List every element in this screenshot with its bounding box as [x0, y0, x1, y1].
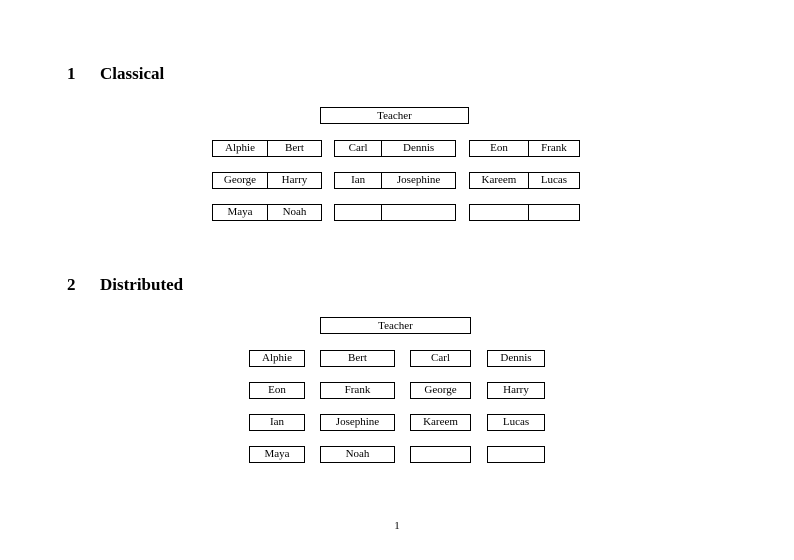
seat-cell: Josephine: [381, 173, 455, 188]
seat-cell: Eon: [249, 382, 305, 399]
seat-row: [334, 204, 456, 221]
seat-row: Kareem Lucas: [469, 172, 580, 189]
seat-cell-empty: [527, 205, 579, 220]
seat-cell-empty: [335, 205, 381, 220]
seat-cell: Dennis: [381, 141, 455, 156]
seat-row: Ian Josephine: [334, 172, 456, 189]
section-number: 1: [67, 64, 76, 83]
seat-cell: Carl: [410, 350, 471, 367]
seat-cell-empty: [487, 446, 545, 463]
seat-cell: Lucas: [527, 173, 579, 188]
section-title: Distributed: [100, 275, 184, 294]
section-heading-classical: 1 Classical: [67, 65, 164, 82]
seat-cell: Ian: [249, 414, 305, 431]
seat-cell: George: [223, 174, 257, 186]
teacher-box-classical: Teacher: [320, 107, 469, 124]
seat-cell: Kareem: [481, 174, 517, 186]
seat-cell: Josephine: [320, 414, 395, 431]
seat-cell: Maya: [249, 446, 305, 463]
seat-cell: Lucas: [487, 414, 545, 431]
seat-cell: Carl: [348, 142, 368, 154]
seat-cell: Alphie: [249, 350, 305, 367]
seat-cell: Kareem: [410, 414, 471, 431]
seat-row: Alphie Bert: [212, 140, 322, 157]
seat-row: George Harry: [212, 172, 322, 189]
teacher-box-distributed: Teacher: [320, 317, 471, 334]
section-title: Classical: [100, 64, 165, 83]
seat-cell: George: [410, 382, 471, 399]
seat-cell: Bert: [320, 350, 395, 367]
page-number: 1: [394, 520, 400, 532]
seat-cell: Maya: [227, 206, 253, 218]
seat-cell: Alphie: [225, 142, 255, 154]
seat-row: Carl Dennis: [334, 140, 456, 157]
seat-cell-empty: [381, 205, 455, 220]
seat-cell: Ian: [351, 174, 366, 186]
seat-row: Eon Frank: [469, 140, 580, 157]
seat-cell: Noah: [320, 446, 395, 463]
section-number: 2: [67, 275, 76, 294]
seat-cell: Noah: [266, 205, 321, 220]
seat-row: [469, 204, 580, 221]
seat-cell: Bert: [266, 141, 321, 156]
seat-cell-empty: [470, 205, 528, 220]
section-heading-distributed: 2 Distributed: [67, 276, 183, 293]
seat-cell: Harry: [266, 173, 321, 188]
seat-cell: Eon: [490, 142, 508, 154]
seat-row: Maya Noah: [212, 204, 322, 221]
seat-cell: Frank: [527, 141, 579, 156]
seat-cell: Frank: [320, 382, 395, 399]
seat-cell: Harry: [487, 382, 545, 399]
seat-cell-empty: [410, 446, 471, 463]
seat-cell: Dennis: [487, 350, 545, 367]
